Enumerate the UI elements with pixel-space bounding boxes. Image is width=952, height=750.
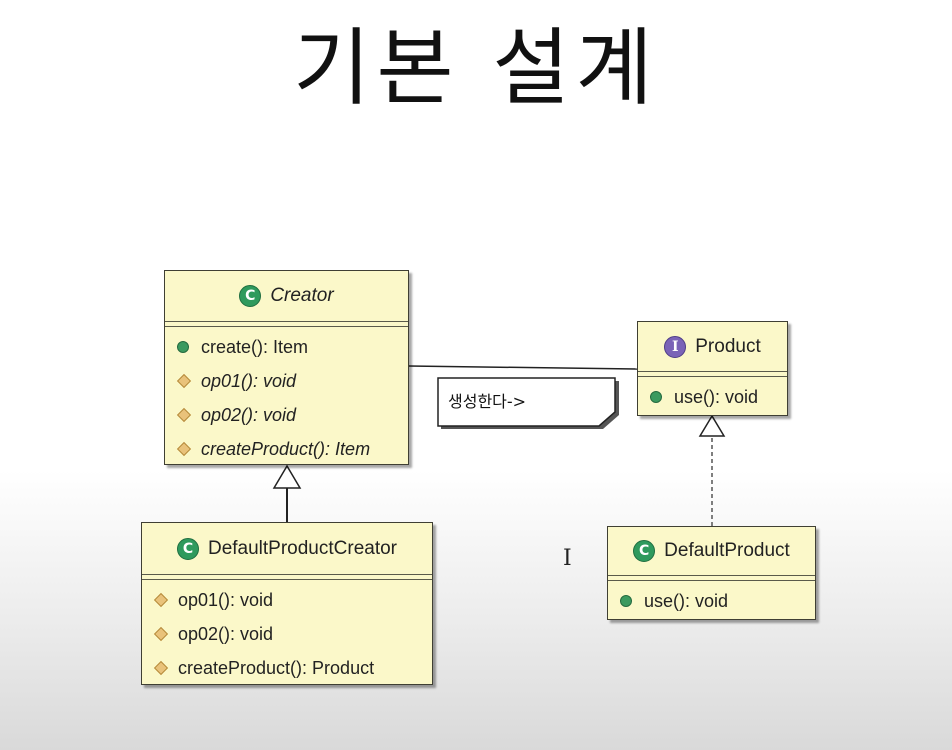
public-method-icon: [650, 391, 662, 403]
interface-i-icon: I: [664, 335, 687, 358]
class-name: DefaultProduct: [664, 540, 790, 561]
class-header: C Creator: [165, 271, 408, 322]
operations-compartment: create(): Item op01(): void op02(): void…: [165, 327, 408, 466]
attributes-compartment: [608, 576, 815, 581]
protected-method-icon: [176, 373, 192, 389]
operation-text: use(): void: [644, 590, 729, 611]
operation-text: op01(): void: [201, 370, 297, 391]
realization-arrowhead: [698, 414, 726, 437]
generalization-arrowhead: [272, 464, 302, 489]
uml-note[interactable]: 생성한다->: [437, 377, 623, 431]
operations-compartment: use(): void: [638, 377, 787, 414]
page-title: 기본 설계: [293, 19, 659, 117]
public-method-icon: [620, 595, 632, 607]
default-product-class[interactable]: C DefaultProduct use(): void: [607, 526, 816, 620]
attributes-compartment: [142, 575, 432, 580]
attributes-compartment: [638, 372, 787, 377]
operation: op01(): void: [142, 583, 432, 617]
text-cursor-icon: I: [563, 546, 572, 571]
operation-text: op02(): void: [201, 404, 297, 425]
class-c-icon: C: [633, 540, 656, 562]
class-header: C DefaultProduct: [608, 527, 815, 576]
protected-method-icon: [153, 592, 169, 608]
class-c-icon: C: [239, 285, 262, 307]
attributes-compartment: [165, 322, 408, 327]
operation: use(): void: [608, 584, 815, 618]
operation: op02(): void: [165, 398, 408, 432]
class-name: DefaultProductCreator: [207, 537, 398, 559]
operation-text: op02(): void: [178, 623, 274, 644]
operation: createProduct(): Item: [165, 432, 408, 466]
class-name: Creator: [270, 285, 334, 306]
protected-method-icon: [176, 407, 192, 423]
protected-method-icon: [153, 626, 169, 642]
creator-class[interactable]: C Creator create(): Item op01(): void op…: [164, 270, 409, 465]
operation: createProduct(): Product: [142, 651, 432, 685]
operation: op01(): void: [165, 364, 408, 398]
product-interface[interactable]: I Product use(): void: [637, 321, 788, 416]
operation: op02(): void: [142, 617, 432, 651]
operations-compartment: op01(): void op02(): void createProduct(…: [142, 580, 432, 685]
operations-compartment: use(): void: [608, 581, 815, 618]
class-header: C DefaultProductCreator: [142, 523, 432, 575]
default-product-creator-class[interactable]: C DefaultProductCreator op01(): void op0…: [141, 522, 433, 685]
protected-method-icon: [153, 660, 169, 676]
operation-text: createProduct(): Product: [178, 657, 375, 678]
class-header: I Product: [638, 322, 787, 372]
public-method-icon: [177, 341, 189, 353]
protected-method-icon: [176, 441, 192, 457]
operation: create(): Item: [165, 330, 408, 364]
note-text: 생성한다->: [448, 392, 527, 411]
operation: use(): void: [638, 380, 787, 414]
note-shape: [437, 377, 619, 429]
operation-text: use(): void: [674, 386, 759, 407]
operation-text: op01(): void: [178, 589, 274, 610]
class-c-icon: C: [176, 537, 199, 560]
operation-text: createProduct(): Item: [201, 438, 371, 459]
operation-text: create(): Item: [201, 336, 309, 357]
association-line: [408, 365, 638, 370]
class-name: Product: [695, 335, 761, 357]
